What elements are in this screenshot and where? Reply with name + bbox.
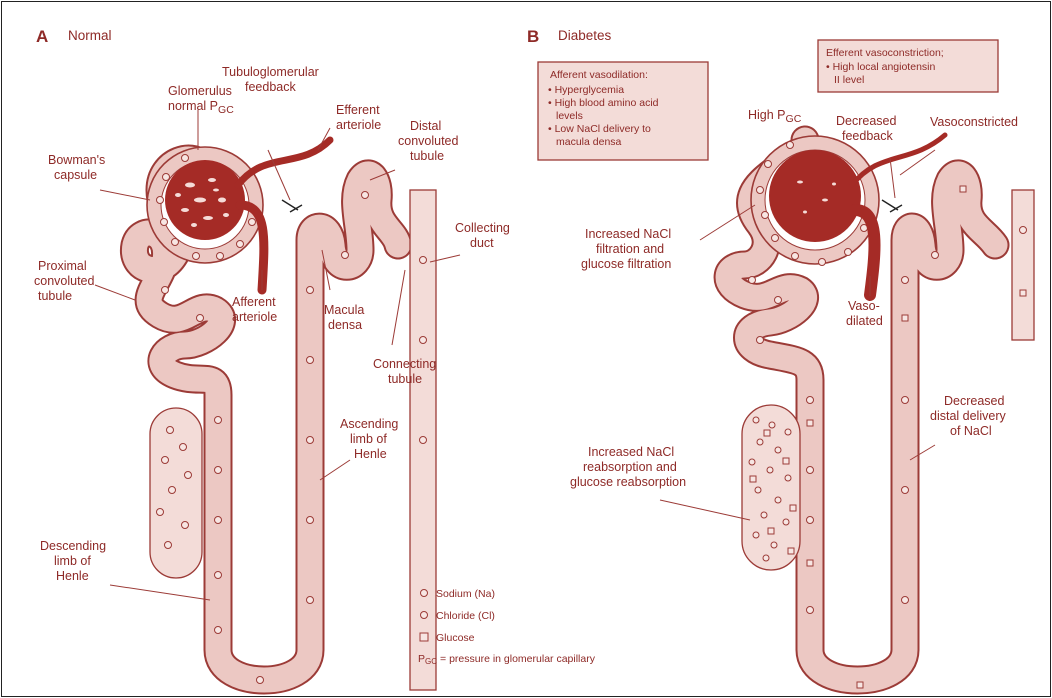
label-tubuloglomerular-2: feedback xyxy=(245,80,296,94)
label-distal-3: tubule xyxy=(410,149,444,163)
label-proximal: Proximal xyxy=(38,259,87,273)
label-vasodilated: Vaso- xyxy=(848,299,880,313)
legend: Sodium (Na) Chloride (Cl) Glucose PGC= p… xyxy=(418,588,596,666)
panel-b-letter: B xyxy=(527,27,539,46)
label-vasoconstricted: Vasoconstricted xyxy=(930,115,1018,129)
label-glomerulus: Glomerulus xyxy=(168,84,232,98)
label-bowman: Bowman's xyxy=(48,153,105,167)
panel-a-letter: A xyxy=(36,27,48,46)
label-connecting: Connecting xyxy=(373,357,436,371)
afferent-box-line-3: levels xyxy=(556,110,583,122)
panel-b-title: Diabetes xyxy=(558,28,612,43)
collecting-duct-b xyxy=(1012,190,1034,340)
afferent-box-line-5: macula densa xyxy=(556,136,622,148)
chloride-legend-icon xyxy=(421,612,428,619)
label-decreased-delivery-2: distal delivery xyxy=(930,409,1006,423)
peritubular-capillary-a xyxy=(150,408,202,578)
label-ascending: Ascending xyxy=(340,417,398,431)
label-macula-2: densa xyxy=(328,318,362,332)
glomerulus-b xyxy=(769,150,861,242)
panel-a-title: Normal xyxy=(68,28,112,43)
efferent-box-line-2: II level xyxy=(834,74,864,86)
afferent-box-line-2: • High blood amino acid xyxy=(548,97,659,109)
label-collecting: Collecting xyxy=(455,221,510,235)
label-connecting-2: tubule xyxy=(388,372,422,386)
afferent-box-line-1: • Hyperglycemia xyxy=(548,84,624,96)
label-proximal-2: convoluted xyxy=(34,274,95,288)
efferent-box-title: Efferent vasoconstriction; xyxy=(826,47,944,59)
panel-b: B Diabetes Afferent vasodilation: • Hype… xyxy=(527,27,1034,688)
label-proximal-3: tubule xyxy=(38,289,72,303)
legend-chloride: Chloride (Cl) xyxy=(436,610,495,622)
label-decreased-delivery: Decreased xyxy=(944,394,1004,408)
label-distal: Distal xyxy=(410,119,441,133)
label-afferent: Afferent xyxy=(232,295,276,309)
label-vasodilated-2: dilated xyxy=(846,314,883,328)
label-efferent: Efferent xyxy=(336,103,380,117)
label-glomerulus-2: normal PGC xyxy=(168,99,234,116)
label-descending-3: Henle xyxy=(56,569,89,583)
label-increased-reabsorption-3: glucose reabsorption xyxy=(570,475,686,489)
label-ascending-3: Henle xyxy=(354,447,387,461)
label-descending-2: limb of xyxy=(54,554,91,568)
legend-pgc: PGC= pressure in glomerular capillary xyxy=(418,653,596,666)
label-high-pgc: High PGC xyxy=(748,108,802,125)
label-ascending-2: limb of xyxy=(350,432,387,446)
label-increased-filtration-2: filtration and xyxy=(596,242,664,256)
label-increased-filtration: Increased NaCl xyxy=(585,227,671,241)
label-afferent-2: arteriole xyxy=(232,310,277,324)
label-decreased-feedback-2: feedback xyxy=(842,129,893,143)
label-collecting-2: duct xyxy=(470,236,494,250)
afferent-box-title: Afferent vasodilation: xyxy=(550,69,648,81)
efferent-box-line-1: • High local angiotensin xyxy=(826,61,935,73)
legend-sodium: Sodium (Na) xyxy=(436,588,495,600)
label-distal-2: convoluted xyxy=(398,134,459,148)
label-efferent-2: arteriole xyxy=(336,118,381,132)
label-increased-reabsorption: Increased NaCl xyxy=(588,445,674,459)
label-macula: Macula xyxy=(324,303,364,317)
label-decreased-delivery-3: of NaCl xyxy=(950,424,992,438)
legend-glucose: Glucose xyxy=(436,632,475,644)
label-bowman-2: capsule xyxy=(54,168,97,182)
label-tubuloglomerular: Tubuloglomerular xyxy=(222,65,319,79)
glucose-legend-icon xyxy=(420,633,428,641)
label-descending: Descending xyxy=(40,539,106,553)
label-increased-reabsorption-2: reabsorption and xyxy=(583,460,677,474)
afferent-box-line-4: • Low NaCl delivery to xyxy=(548,123,651,135)
sodium-legend-icon xyxy=(421,590,428,597)
label-increased-filtration-3: glucose filtration xyxy=(581,257,671,271)
label-decreased-feedback: Decreased xyxy=(836,114,896,128)
